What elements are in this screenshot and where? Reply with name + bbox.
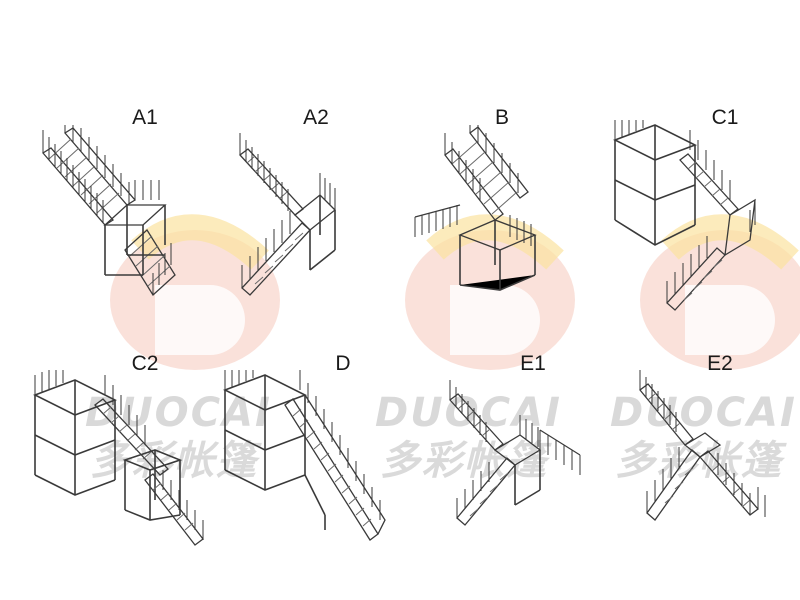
side-walkway-rail [539, 429, 581, 456]
support-frame [309, 195, 336, 271]
diagram-label-a2: A2 [303, 106, 329, 129]
stair-treads [246, 155, 304, 285]
stair-treads [451, 141, 518, 215]
watermark-logo [405, 214, 575, 370]
diagram-label-d: D [335, 352, 351, 375]
platform-frame [613, 124, 697, 246]
handrail-balusters [34, 370, 204, 540]
stair-flight [42, 127, 176, 297]
handrail-balusters [639, 370, 766, 517]
diagram-label-e2: E2 [707, 352, 733, 375]
stair-flight [449, 393, 542, 526]
diagram-label-e1: E1 [520, 352, 546, 375]
handrail-balusters [414, 125, 532, 246]
watermark-logo [640, 214, 800, 370]
handrail-balusters [449, 380, 581, 518]
stair-treads [48, 138, 171, 287]
stair-diagram-a1 [42, 125, 176, 297]
watermark-text-cjk: 多彩帐篷 [380, 438, 548, 484]
stair-flight [444, 126, 537, 251]
stair-treads [292, 408, 372, 527]
handrail-balusters [224, 370, 381, 520]
stair-flight [94, 398, 204, 546]
diagram-label-c2: C2 [131, 352, 159, 375]
handrail-balusters [239, 133, 336, 288]
diagram-label-b: B [494, 106, 509, 129]
support-frame [459, 220, 536, 291]
diagram-label-c1: C1 [711, 106, 739, 129]
watermark-text: DUOCAI [610, 390, 797, 436]
stair-treads [102, 406, 194, 531]
stair-treads [683, 161, 729, 301]
support-frame [104, 205, 166, 276]
stair-diagram-c1 [613, 120, 756, 311]
platform-frame [33, 379, 183, 521]
stair-flight [284, 394, 386, 541]
stair-diagram-d [223, 370, 386, 541]
side-ramp-rail [414, 204, 461, 218]
diagram-label-a1: A1 [132, 106, 158, 129]
stair-diagram-e2 [639, 370, 766, 521]
handrail-balusters [614, 120, 756, 303]
stair-diagram-b [414, 125, 537, 291]
watermark-text-cjk: 多彩帐篷 [90, 438, 258, 484]
watermark-text-cjk: 多彩帐篷 [615, 438, 783, 484]
stair-diagram-e1 [449, 380, 581, 526]
platform-frame [223, 374, 326, 530]
stair-diagram-c2 [33, 370, 204, 546]
stair-diagram-a2 [239, 133, 336, 296]
handrail-balusters [42, 125, 172, 295]
watermark-text: DUOCAI [375, 390, 562, 436]
support-frame [514, 450, 541, 506]
